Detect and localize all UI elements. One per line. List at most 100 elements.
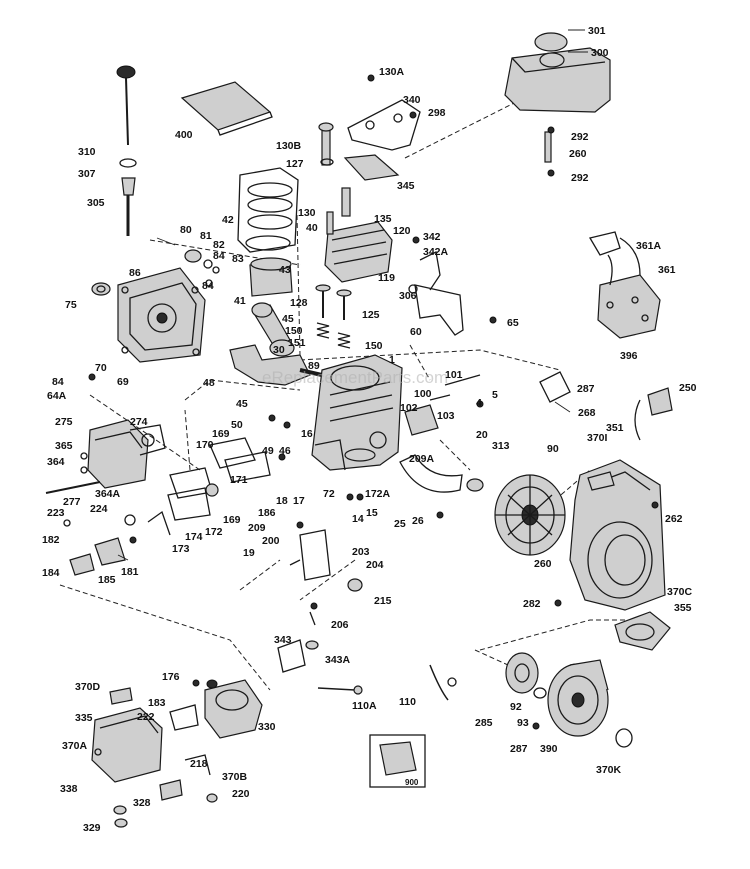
part-label: 127 bbox=[286, 158, 304, 170]
part-label: 172A bbox=[365, 488, 391, 500]
piston-and-rings bbox=[237, 167, 299, 297]
part-label: 262 bbox=[665, 513, 683, 525]
operators-manual bbox=[180, 81, 273, 136]
part-label: 15 bbox=[366, 507, 378, 519]
part-label: 172 bbox=[205, 526, 223, 538]
part-label: 400 bbox=[175, 129, 193, 141]
part-label: 340 bbox=[403, 94, 421, 106]
part-label: 81 bbox=[200, 230, 212, 242]
part-label: 20 bbox=[476, 429, 488, 441]
part-label: 173 bbox=[172, 543, 190, 555]
part-label: 30 bbox=[273, 344, 285, 356]
primer-line bbox=[634, 387, 673, 441]
part-label: 330 bbox=[258, 721, 276, 733]
part-label: 1 bbox=[389, 354, 395, 366]
oil-seal bbox=[91, 282, 111, 296]
baffle-25 bbox=[399, 454, 463, 493]
part-label: 307 bbox=[78, 168, 96, 180]
linkage-parts bbox=[277, 529, 457, 701]
crankcase-cover bbox=[117, 267, 206, 363]
part-label: 130A bbox=[379, 66, 405, 78]
part-label: 328 bbox=[133, 797, 151, 809]
part-label: 222 bbox=[137, 711, 155, 723]
control-bracket bbox=[408, 251, 464, 336]
part-label: 171 bbox=[230, 474, 248, 486]
valves-and-springs bbox=[315, 284, 352, 349]
part-label: 125 bbox=[362, 309, 380, 321]
part-label: 151 bbox=[288, 337, 306, 349]
part-label: 93 bbox=[517, 717, 529, 729]
governor-parts bbox=[156, 237, 220, 287]
part-label: 277 bbox=[63, 496, 81, 508]
part-label: 42 bbox=[222, 214, 234, 226]
part-label: 301 bbox=[588, 25, 606, 37]
part-label: 298 bbox=[428, 107, 446, 119]
assembly-dashed-lines bbox=[59, 94, 655, 691]
part-label: 370B bbox=[222, 771, 248, 783]
part-label: 19 bbox=[243, 547, 255, 559]
part-label: 250 bbox=[679, 382, 697, 394]
bracket-287 bbox=[539, 371, 571, 413]
part-label: 365 bbox=[55, 440, 73, 452]
part-label: 64A bbox=[47, 390, 67, 402]
part-label: 5 bbox=[492, 389, 498, 401]
part-label: 204 bbox=[366, 559, 384, 571]
part-label: 351 bbox=[606, 422, 624, 434]
part-label: 119 bbox=[378, 272, 395, 284]
throttle-control bbox=[63, 514, 136, 576]
part-label: 75 bbox=[65, 299, 77, 311]
part-label: 84 bbox=[52, 376, 64, 388]
part-label: 305 bbox=[87, 197, 105, 209]
part-label: 338 bbox=[60, 783, 78, 795]
part-label: 83 bbox=[232, 253, 244, 265]
part-label: 364 bbox=[47, 456, 65, 468]
part-label: 342A bbox=[423, 246, 449, 258]
intake-gaskets bbox=[147, 437, 271, 536]
cylinder-head bbox=[318, 122, 393, 283]
part-label: 60 bbox=[410, 326, 422, 338]
part-label: 110 bbox=[399, 696, 416, 708]
part-label: 209A bbox=[409, 453, 435, 465]
part-label: 48 bbox=[203, 377, 215, 389]
part-label: 86 bbox=[129, 267, 141, 279]
part-label: 72 bbox=[323, 488, 335, 500]
part-label: 364A bbox=[95, 488, 121, 500]
watermark-text: eReplacementParts.com bbox=[262, 368, 448, 387]
part-label: 181 bbox=[121, 566, 139, 578]
part-label: 300 bbox=[591, 47, 609, 59]
part-label: 45 bbox=[282, 313, 294, 325]
part-label: 16 bbox=[301, 428, 313, 440]
part-label: 900 bbox=[405, 778, 419, 787]
part-label: 128 bbox=[290, 297, 308, 309]
part-label: 370K bbox=[596, 764, 622, 776]
part-label: 206 bbox=[331, 619, 349, 631]
part-label: 260 bbox=[569, 148, 587, 160]
part-label: 46 bbox=[279, 445, 291, 457]
carburetor bbox=[169, 679, 263, 739]
part-label: 275 bbox=[55, 416, 73, 428]
part-label: 100 bbox=[414, 388, 432, 400]
part-label: 50 bbox=[231, 419, 243, 431]
part-label: 184 bbox=[42, 567, 60, 579]
part-label: 182 bbox=[42, 534, 60, 546]
cylinder-block bbox=[311, 354, 403, 471]
part-label: 169 bbox=[212, 428, 230, 440]
part-label: 186 bbox=[258, 507, 276, 519]
part-label: 215 bbox=[374, 595, 392, 607]
part-label: 65 bbox=[507, 317, 519, 329]
part-label: 120 bbox=[393, 225, 411, 237]
part-label: 260 bbox=[534, 558, 552, 570]
part-label: 355 bbox=[674, 602, 692, 614]
flywheel bbox=[466, 474, 566, 556]
part-label: 361A bbox=[636, 240, 662, 252]
part-label: 84 bbox=[202, 280, 214, 292]
part-label: 92 bbox=[510, 701, 522, 713]
part-label: 310 bbox=[78, 146, 96, 158]
part-label: 345 bbox=[397, 180, 415, 192]
part-number-labels: 301 300 130A 340 298 292 260 292 400 310… bbox=[42, 25, 697, 834]
part-label: 220 bbox=[232, 788, 250, 800]
stop-switch bbox=[588, 231, 661, 339]
part-label: 209 bbox=[248, 522, 266, 534]
part-label: 82 bbox=[213, 239, 225, 251]
